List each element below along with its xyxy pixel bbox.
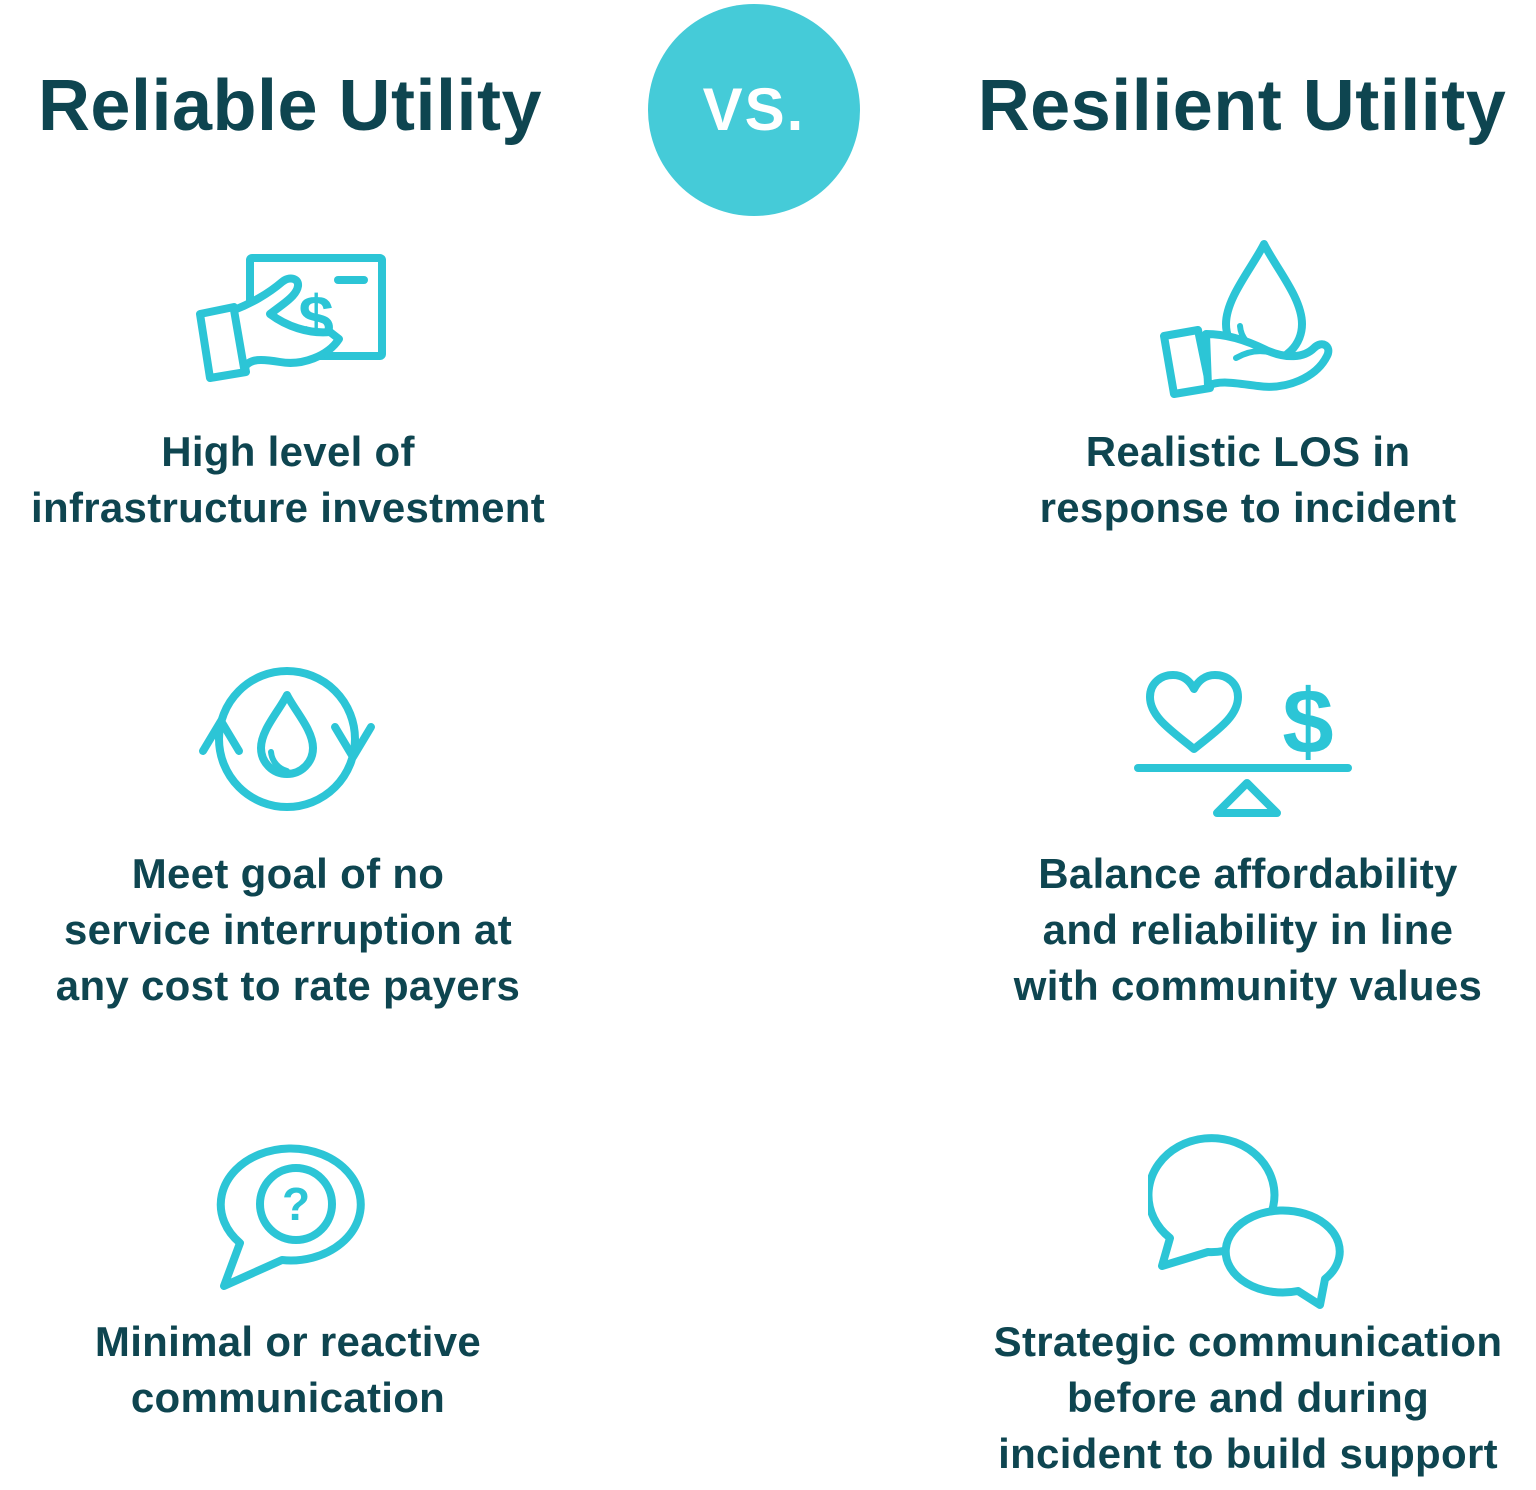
left-item-3-caption: Minimal or reactive communication: [0, 1314, 576, 1426]
vs-badge-label: VS.: [702, 76, 806, 143]
question-speech-bubble-icon: ?: [216, 1144, 365, 1290]
caption-line: with community values: [1013, 962, 1483, 1009]
chat-bubbles-icon: [1148, 1134, 1344, 1309]
caption-line: any cost to rate payers: [55, 962, 521, 1009]
caption-line: before and during: [1066, 1374, 1430, 1421]
caption-line: Realistic LOS in: [1085, 428, 1411, 475]
right-item-3-caption: Strategic communication before and durin…: [960, 1314, 1536, 1482]
left-item-2-caption: Meet goal of no service interruption at …: [0, 846, 576, 1014]
vs-badge: VS.: [648, 4, 860, 216]
caption-line: response to incident: [1039, 484, 1457, 531]
caption-line: infrastructure investment: [31, 484, 545, 531]
caption-line: service interruption at: [63, 906, 513, 953]
right-item-1-caption: Realistic LOS in response to incident: [960, 424, 1536, 536]
right-column-title: Resilient Utility: [977, 66, 1507, 146]
caption-line: Balance affordability: [1038, 850, 1458, 897]
heart-dollar-balance-icon: $: [1134, 671, 1352, 817]
left-item-1-caption: High level of infrastructure investment: [0, 424, 576, 536]
water-drop-in-hand-icon: [1160, 240, 1333, 398]
question-glyph: ?: [282, 1178, 310, 1230]
caption-line: and reliability in line: [1042, 906, 1454, 953]
water-drop-cycle-icon: [199, 667, 375, 811]
right-item-2-caption: Balance affordability and reliability in…: [960, 846, 1536, 1014]
caption-line: Minimal or reactive: [94, 1318, 482, 1365]
caption-line: incident to build support: [998, 1430, 1498, 1477]
left-column-title: Reliable Utility: [37, 66, 543, 146]
caption-line: communication: [130, 1374, 446, 1421]
caption-line: Strategic communication: [993, 1318, 1503, 1365]
caption-line: High level of: [161, 428, 415, 475]
money-in-hand-icon: $: [196, 254, 386, 382]
dollar-glyph: $: [1282, 671, 1333, 773]
caption-line: Meet goal of no: [131, 850, 445, 897]
